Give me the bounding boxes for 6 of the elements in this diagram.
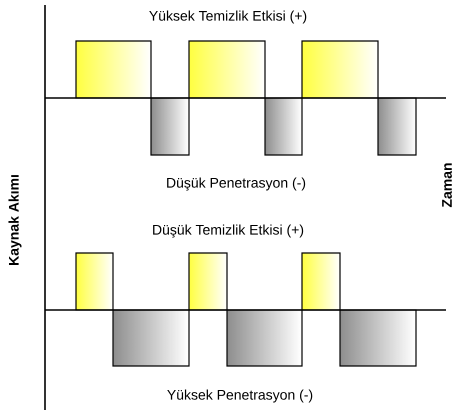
axis-label: Kaynak Akımı	[8, 175, 22, 265]
axis-label: Yüksek Temizlik Etkisi (+)	[149, 10, 306, 24]
axis-label: Zaman	[442, 163, 452, 208]
axis-label: Düşük Penetrasyon (-)	[167, 177, 306, 191]
axis-label: Düşük Temizlik Etkisi (+)	[153, 224, 304, 238]
axis-label: Yüksek Penetrasyon (-)	[167, 389, 312, 403]
